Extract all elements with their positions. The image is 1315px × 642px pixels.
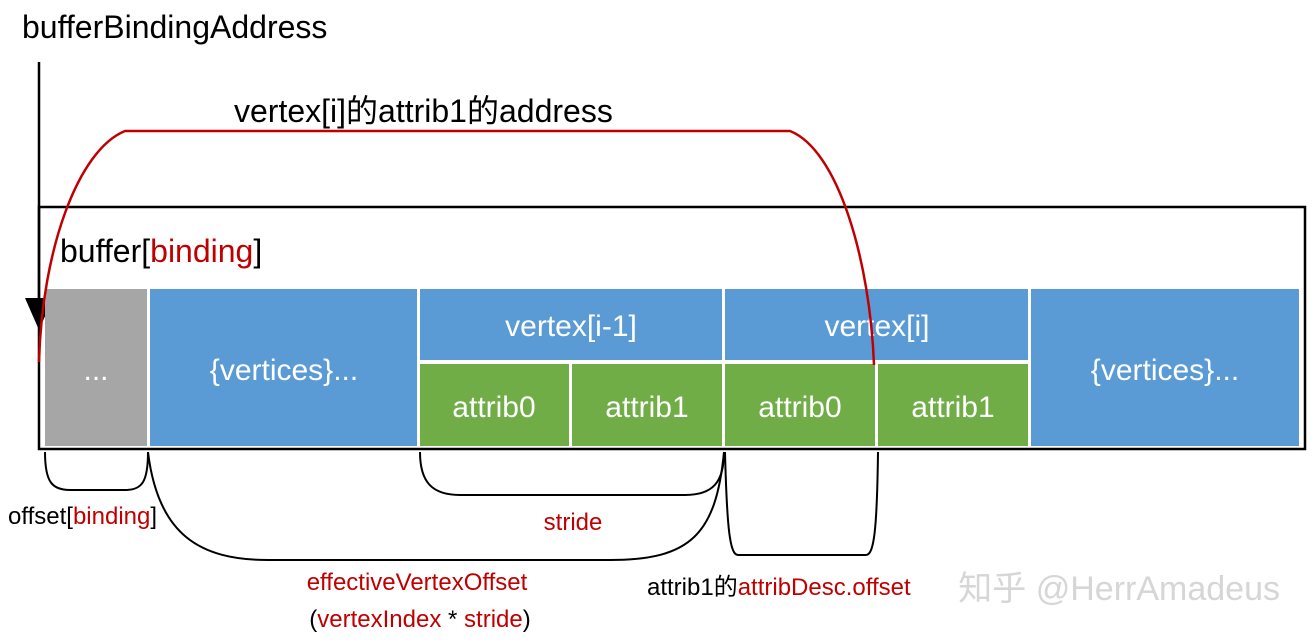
buffer-binding-word: binding	[150, 233, 253, 269]
buffer-suffix: ]	[253, 233, 262, 269]
vertices-right-block	[1031, 289, 1299, 446]
stride-label: stride	[544, 509, 603, 536]
offset-binding-label: offset[binding]	[8, 503, 157, 530]
buffer-binding-label: buffer[binding]	[60, 233, 262, 269]
vertices-right-label: {vertices}...	[1091, 354, 1239, 387]
formula-vertex-index: vertexIndex	[317, 606, 441, 633]
vertex-curr-attrib1-block	[878, 364, 1028, 446]
formula-times: *	[441, 606, 464, 633]
vertex-curr-attrib0-label: attrib0	[758, 391, 841, 424]
buffer-outline	[37, 205, 1307, 451]
vertex-curr-attrib0-block	[725, 364, 875, 446]
effective-vertex-offset-label: effectiveVertexOffset	[307, 569, 528, 596]
offset-brace	[44, 451, 149, 491]
vertex-prev-attrib1-block	[572, 364, 722, 446]
stride-brace	[419, 451, 725, 496]
vertex-prev-attrib0-label: attrib0	[452, 391, 535, 424]
vertex-prev-attrib0-block	[420, 364, 569, 446]
vertex-prev-label: vertex[i-1]	[505, 310, 637, 343]
vertices-left-label: {vertices}...	[210, 354, 358, 387]
offset-prefix: offset[	[8, 503, 73, 530]
effective-offset-formula: (vertexIndex * stride)	[309, 606, 530, 633]
vertex-prev-attrib1-label: attrib1	[605, 391, 688, 424]
attrib-offset-prefix: attrib1的	[647, 574, 738, 601]
vertices-left-block	[150, 289, 417, 446]
padding-block-label: ...	[83, 354, 108, 387]
buffer-binding-address-label: bufferBindingAddress	[22, 9, 327, 45]
padding-block	[45, 289, 147, 446]
buffer-prefix: buffer[	[60, 233, 150, 269]
attrib-offset-brace	[724, 451, 879, 556]
offset-suffix: ]	[150, 503, 157, 530]
vertex-curr-label: vertex[i]	[824, 310, 929, 343]
formula-open: (	[309, 606, 317, 633]
vertex-prev-header	[420, 289, 722, 360]
watermark: 知乎 @HerrAmadeus	[958, 570, 1280, 608]
formula-stride: stride	[464, 606, 523, 633]
vertex-attrib-address-label: vertex[i]的attrib1的address	[234, 93, 613, 129]
effective-offset-brace	[147, 451, 725, 561]
vertex-curr-attrib1-label: attrib1	[911, 391, 994, 424]
offset-binding-word: binding	[73, 503, 150, 530]
formula-close: )	[523, 606, 531, 633]
vertex-curr-header	[725, 289, 1028, 360]
attrib-offset-expr: attribDesc.offset	[738, 574, 911, 601]
address-arch	[37, 129, 876, 366]
attrib-offset-label: attrib1的attribDesc.offset	[647, 574, 911, 601]
